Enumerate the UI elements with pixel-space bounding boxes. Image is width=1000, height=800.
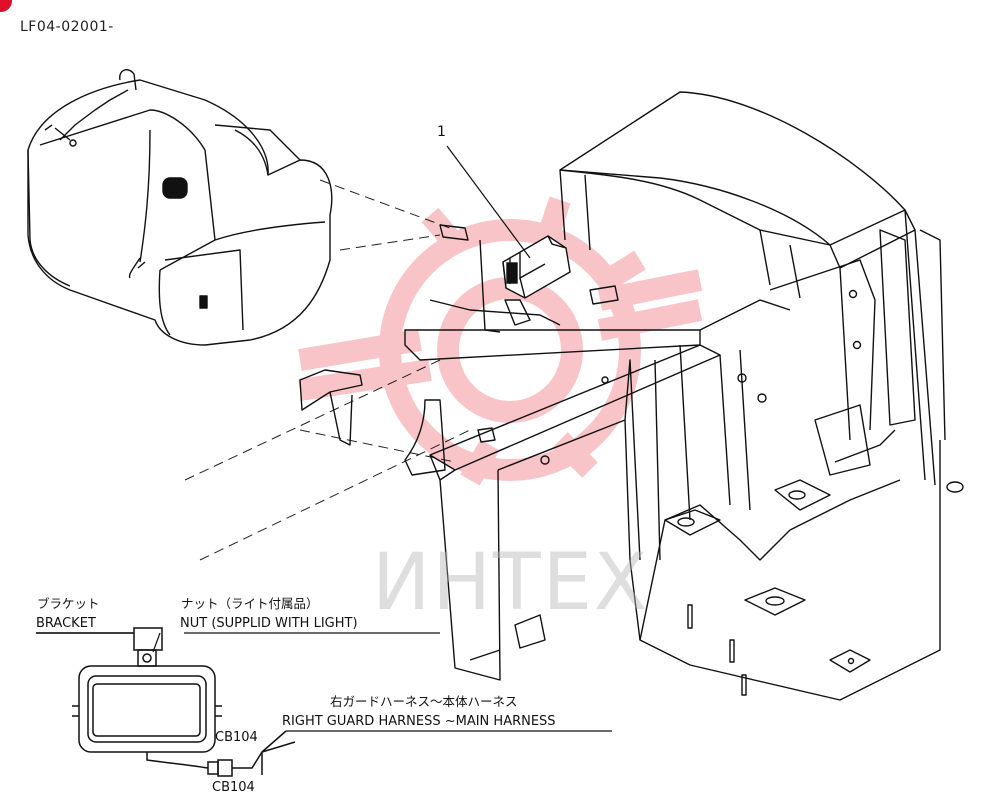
callout-number-1: 1	[437, 124, 446, 140]
machine-frame	[299, 91, 964, 701]
watermark-text: ИНТЕХ	[372, 538, 650, 628]
connector-label-bottom: CB104	[212, 780, 255, 795]
harness-label-jp: 右ガードハーネス～本体ハーネス	[330, 694, 518, 709]
nut-label-jp: ナット（ライト付属品）	[181, 596, 319, 611]
bracket-label-jp: ブラケット	[37, 596, 100, 611]
nut-label-en: NUT (SUPPLID WITH LIGHT)	[180, 616, 358, 631]
harness-label-en: RIGHT GUARD HARNESS ~MAIN HARNESS	[282, 714, 556, 729]
callout-leader	[446, 145, 531, 259]
light-detail-inset	[36, 627, 612, 777]
drawing-code: LF04-02001-	[20, 19, 114, 35]
bracket-label-en: BRACKET	[36, 616, 96, 631]
assembly-guides	[184, 179, 471, 561]
connector-label-top: CB104	[215, 730, 258, 745]
cab-illustration	[27, 69, 333, 346]
work-light-part	[502, 235, 571, 299]
watermark-logo	[298, 196, 703, 486]
